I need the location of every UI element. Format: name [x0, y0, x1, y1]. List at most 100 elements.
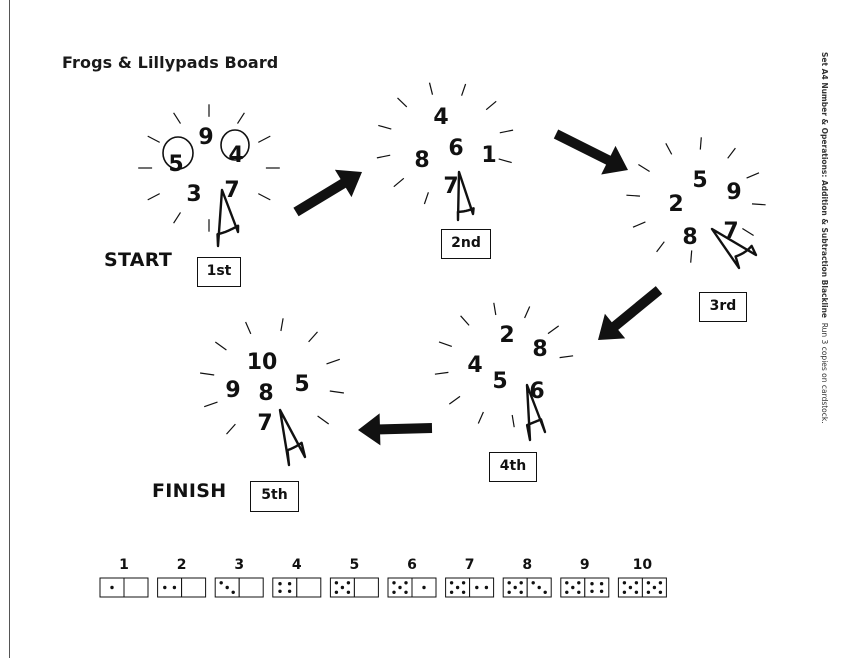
pip-dot — [658, 581, 663, 585]
dice-key-item: 5 — [329, 557, 379, 598]
lilypad-number: 7 — [443, 174, 458, 199]
lilypad-number: 2 — [499, 323, 514, 348]
side-note: Set A4 Number & Operations: Addition & S… — [820, 52, 829, 424]
pip-dot — [455, 585, 460, 590]
pip-dot — [334, 590, 339, 594]
pip-dot — [628, 585, 633, 590]
dice-key-number: 5 — [350, 557, 360, 573]
dice-key-number: 3 — [234, 557, 244, 573]
pip-dot — [287, 589, 292, 593]
vein-mark — [423, 192, 429, 205]
dice-key-number: 10 — [633, 557, 653, 573]
pip-dot — [404, 590, 408, 594]
vein-mark — [434, 371, 449, 375]
dice-key-number: 6 — [407, 557, 417, 573]
vein-mark — [326, 358, 340, 365]
pip-dot — [422, 585, 426, 590]
pip-dot — [577, 581, 581, 585]
circled-number-mark — [162, 136, 194, 170]
vein-mark — [376, 154, 391, 159]
lilypad-number: 4 — [433, 105, 448, 130]
ten-frame-half — [123, 577, 149, 598]
vein-mark — [460, 315, 470, 326]
pip-dot — [110, 585, 114, 590]
pip-dot — [334, 581, 339, 585]
pip-dot — [449, 590, 454, 594]
pip-dot — [658, 590, 663, 594]
dice-key-number: 4 — [292, 557, 302, 573]
vein-mark — [524, 306, 531, 319]
pip-dot — [287, 582, 292, 586]
lilypad-number: 6 — [529, 379, 544, 404]
vein-mark — [258, 193, 271, 201]
pip-dot — [278, 582, 282, 586]
lilypad-number: 8 — [682, 225, 697, 250]
lilypad-outline — [525, 383, 547, 442]
pip-dot — [577, 590, 581, 594]
pip-dot — [461, 590, 466, 594]
pip-dot — [392, 581, 396, 585]
vein-mark — [632, 221, 646, 228]
dice-key-item: 10 — [617, 557, 667, 598]
pip-dot — [590, 582, 594, 586]
vein-mark — [397, 97, 408, 108]
lilypad-outline — [710, 227, 758, 270]
vein-mark — [236, 112, 245, 124]
pip-dot — [225, 585, 229, 590]
dice-key-item: 1 — [99, 557, 149, 598]
lilypad-number: 5 — [168, 152, 183, 177]
ten-frame-half — [272, 577, 298, 598]
place-box-5th: 5th — [250, 481, 299, 512]
dice-key-item: 9 — [560, 557, 610, 598]
pip-dot — [599, 582, 604, 586]
pip-dot — [475, 585, 479, 590]
vein-mark — [477, 411, 484, 424]
ten-frame-half — [296, 577, 322, 598]
lilypad-number: 5 — [692, 168, 707, 193]
lilypad-number: 5 — [294, 372, 309, 397]
lilypad-number: 5 — [492, 369, 507, 394]
pip-dot — [278, 589, 282, 593]
lilypad-number: 4 — [467, 353, 482, 378]
pip-dot — [565, 581, 569, 585]
lilypad-number: 7 — [224, 178, 239, 203]
arrows — [293, 129, 663, 446]
place-box-1st: 1st — [197, 257, 241, 287]
vein-mark — [656, 241, 665, 253]
side-note-set: Set A4 Number & Operations: Addition & S… — [820, 52, 829, 319]
arrow-2nd-to-3rd — [553, 129, 628, 175]
lilypad-number: 9 — [726, 180, 741, 205]
lilypad-number: 7 — [257, 411, 272, 436]
place-box-3rd: 3rd — [699, 292, 747, 322]
pip-dot — [507, 581, 511, 585]
pip-dot — [634, 581, 639, 585]
vein-mark — [559, 355, 574, 359]
dice-key-number: 2 — [177, 557, 187, 573]
vein-mark — [727, 147, 736, 159]
vein-mark — [498, 158, 512, 164]
side-note-instruction: Run 3 copies on cardstock. — [820, 322, 829, 424]
vein-mark — [638, 163, 650, 173]
vein-mark — [245, 321, 252, 335]
dice-key-number: 1 — [119, 557, 129, 573]
vein-mark — [493, 302, 497, 316]
lilypad-number: 8 — [414, 148, 429, 173]
pip-dot — [652, 585, 657, 590]
pip-dot — [537, 585, 541, 590]
vein-mark — [329, 390, 344, 394]
lilypad-number: 8 — [532, 337, 547, 362]
page-title: Frogs & Lillypads Board — [62, 53, 279, 72]
page-border — [9, 0, 843, 658]
vein-mark — [147, 193, 160, 201]
pip-dot — [172, 585, 177, 590]
pip-dot — [449, 581, 454, 585]
pip-dot — [219, 581, 223, 585]
vein-mark — [665, 143, 673, 155]
vein-mark — [511, 414, 515, 428]
